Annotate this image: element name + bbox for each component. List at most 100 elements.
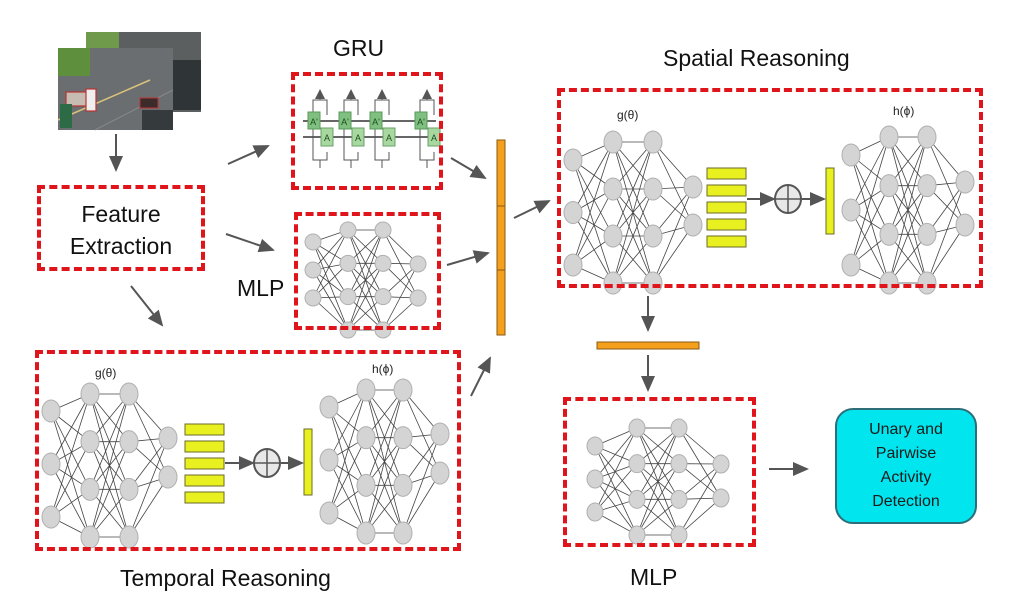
net-node bbox=[374, 221, 392, 239]
net-edge bbox=[652, 141, 694, 226]
net-node bbox=[409, 255, 427, 273]
net-node bbox=[586, 502, 604, 522]
output-line-2: Pairwise bbox=[875, 445, 937, 462]
temporal-aggregation bbox=[184, 423, 313, 504]
feature-extraction-line1: Feature bbox=[81, 201, 161, 227]
net-edge bbox=[612, 141, 654, 237]
net-node bbox=[955, 170, 975, 194]
output-line-1: Unary and bbox=[869, 421, 943, 438]
net-node bbox=[712, 488, 730, 508]
net-node bbox=[393, 378, 413, 402]
aggregation bbox=[184, 167, 835, 504]
net-edge bbox=[328, 459, 367, 534]
net-node bbox=[670, 489, 688, 509]
net-edge bbox=[594, 427, 638, 513]
feature-block bbox=[184, 423, 225, 436]
spatial-h-network bbox=[841, 125, 975, 295]
net-edge bbox=[850, 136, 890, 266]
net-edge bbox=[850, 154, 890, 235]
net-node bbox=[683, 175, 703, 199]
net-node bbox=[563, 201, 583, 224]
arrow-feature-to-mlp bbox=[225, 233, 275, 253]
net-edge bbox=[328, 389, 367, 514]
net-edge bbox=[678, 497, 722, 536]
net-edge bbox=[402, 472, 441, 534]
net-node bbox=[643, 177, 663, 201]
feature-block bbox=[706, 184, 747, 197]
net-edge bbox=[636, 499, 680, 536]
net-node bbox=[356, 378, 376, 402]
net-edge bbox=[328, 406, 367, 534]
net-node bbox=[119, 430, 139, 454]
gru-cell: A'A bbox=[369, 89, 396, 168]
net-edge bbox=[312, 229, 349, 271]
net-edge bbox=[382, 263, 419, 331]
arrow-gru-to-bar bbox=[450, 157, 487, 180]
feature-block bbox=[706, 235, 747, 248]
net-node bbox=[879, 174, 899, 198]
feature-block bbox=[184, 474, 225, 487]
net-node bbox=[670, 454, 688, 474]
net-node bbox=[41, 452, 61, 476]
net-edge bbox=[365, 389, 404, 486]
net-node bbox=[393, 473, 413, 497]
output-line-3: Activity bbox=[880, 469, 932, 486]
net-edge bbox=[652, 224, 694, 284]
net-edge bbox=[678, 427, 722, 465]
gru-cell: A'A bbox=[414, 89, 441, 168]
net-node bbox=[393, 521, 413, 545]
net-node bbox=[304, 261, 322, 279]
net-node bbox=[304, 233, 322, 251]
net-node bbox=[917, 125, 937, 149]
arrow-mlp-to-bar bbox=[446, 250, 490, 266]
net-node bbox=[158, 426, 178, 450]
net-edge bbox=[89, 441, 130, 538]
net-edge bbox=[128, 393, 169, 478]
svg-text:A': A' bbox=[417, 117, 425, 127]
temporal-h-network bbox=[319, 378, 450, 545]
net-node bbox=[643, 271, 663, 295]
arrow-feature-to-gru bbox=[227, 145, 270, 165]
net-edge bbox=[612, 141, 654, 284]
combined-feature-bar bbox=[303, 428, 313, 496]
mlp-bottom-network bbox=[586, 418, 730, 545]
net-edge bbox=[678, 463, 722, 500]
net-node bbox=[917, 174, 937, 198]
net-edge bbox=[850, 209, 890, 284]
net-edge bbox=[888, 136, 928, 235]
net-edge bbox=[594, 445, 638, 500]
net-node bbox=[917, 271, 937, 295]
net-node bbox=[119, 382, 139, 406]
net-edge bbox=[347, 263, 384, 331]
net-edge bbox=[678, 463, 722, 499]
net-node bbox=[643, 130, 663, 154]
net-edge bbox=[50, 393, 91, 465]
output-box: Unary and Pairwise Activity Detection bbox=[835, 408, 977, 524]
net-edge bbox=[678, 427, 722, 499]
feature-extraction-line2: Extraction bbox=[69, 233, 173, 259]
feature-block bbox=[706, 167, 747, 180]
svg-text:A: A bbox=[355, 133, 361, 143]
net-edge bbox=[572, 141, 614, 213]
gru-backward-cell bbox=[369, 111, 383, 130]
net-edge bbox=[50, 410, 91, 490]
net-edge bbox=[402, 389, 441, 474]
net-edge bbox=[50, 393, 91, 518]
net-edge bbox=[312, 229, 349, 299]
net-edge bbox=[926, 181, 966, 284]
net-node bbox=[374, 288, 392, 306]
net-edge bbox=[50, 410, 91, 538]
concat-bar bbox=[496, 139, 506, 336]
net-node bbox=[628, 489, 646, 509]
net-edge bbox=[636, 463, 680, 536]
gru-cell: A'A bbox=[338, 89, 365, 168]
net-edge bbox=[128, 437, 169, 538]
net-node bbox=[409, 289, 427, 307]
net-node bbox=[393, 426, 413, 450]
svg-text:A: A bbox=[324, 133, 330, 143]
net-edge bbox=[312, 241, 349, 297]
feature-block bbox=[706, 201, 747, 214]
temporal-reasoning-title: Temporal Reasoning bbox=[120, 565, 331, 591]
net-edge bbox=[572, 212, 614, 284]
net-edge bbox=[926, 181, 966, 235]
